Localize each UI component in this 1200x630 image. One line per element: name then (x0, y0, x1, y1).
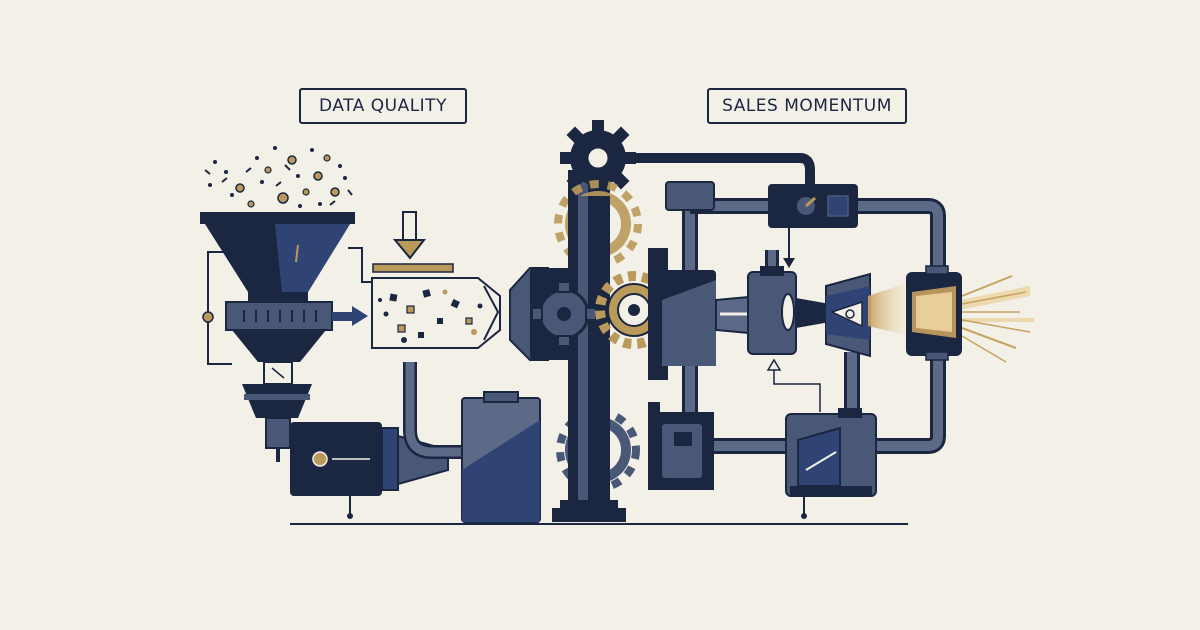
nozzle-unit (825, 272, 871, 358)
control-wire (207, 251, 232, 365)
press-block (648, 248, 761, 380)
storage-tank (461, 391, 541, 523)
compressor-unit (747, 266, 830, 355)
wire-node (202, 311, 214, 323)
raw-data-particles (204, 146, 353, 208)
signal-wire (348, 247, 372, 283)
clean-data-channel (371, 277, 501, 349)
sales-momentum-label: SALES MOMENTUM (707, 88, 907, 124)
pipe-cap (665, 181, 715, 211)
gear-icon (560, 120, 636, 196)
pump-unit (785, 408, 877, 519)
feedback-arrowhead (766, 358, 782, 371)
feedback-arrow (773, 364, 821, 412)
connector-pipe (403, 362, 462, 459)
filter-housing (225, 301, 333, 449)
top-pipe (626, 153, 815, 184)
meter-unit (768, 184, 858, 268)
funnel-icon (200, 212, 355, 302)
right-arrow-icon (332, 306, 368, 326)
emitter-unit (906, 265, 962, 361)
bracket-unit (648, 402, 714, 490)
down-arrow-icon (372, 211, 454, 273)
light-beam-icon (868, 275, 1034, 363)
data-quality-label: DATA QUALITY (299, 88, 467, 124)
motor-unit-left (290, 422, 449, 519)
